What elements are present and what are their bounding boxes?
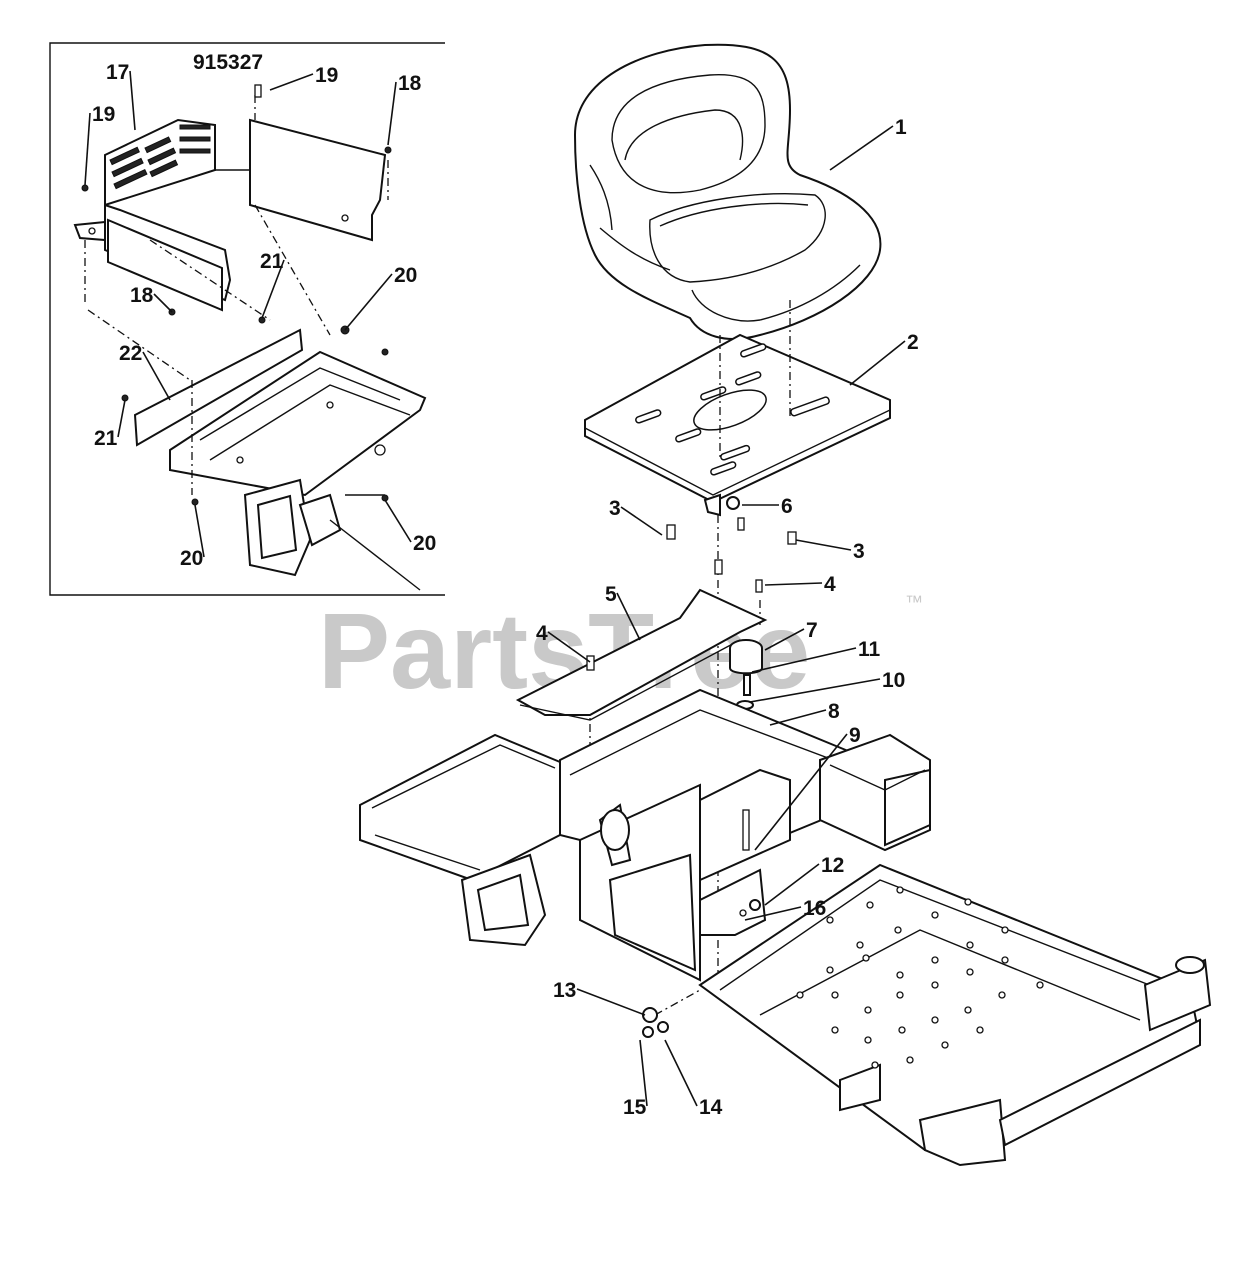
side-panel — [249, 118, 387, 242]
callout-c15: 15 — [623, 1096, 647, 1119]
inset-guide-lines — [84, 95, 389, 495]
callout-c6: 6 — [781, 495, 793, 518]
inset-panel: 915327 — [49, 42, 445, 596]
callout-c20c: 20 — [413, 532, 436, 555]
callout-c18b: 18 — [130, 284, 154, 307]
callout-c12: 12 — [821, 854, 844, 877]
inset-title: 915327 — [193, 51, 263, 74]
callout-c11: 11 — [858, 638, 881, 661]
callout-c10: 10 — [882, 669, 905, 692]
callout-c3b: 3 — [853, 540, 865, 563]
callout-leader-c7 — [764, 628, 805, 651]
callout-c7: 7 — [806, 619, 818, 642]
callout-leader-c20a — [344, 273, 393, 331]
part-22-plate — [133, 328, 304, 447]
callout-leader-c12 — [764, 863, 820, 906]
callout-leader-c11 — [751, 647, 857, 673]
callout-leader-c10 — [749, 678, 881, 703]
callout-leader-c21a — [261, 259, 285, 319]
callout-c3a: 3 — [609, 497, 621, 520]
callout-c20b: 20 — [180, 547, 203, 570]
callout-c4a: 4 — [824, 573, 836, 596]
inset-hardware — [81, 84, 392, 506]
callout-leader-c1 — [829, 125, 894, 171]
callout-c22: 22 — [119, 342, 142, 365]
callout-leader-c20b — [194, 504, 205, 558]
callout-leader-c19a — [269, 73, 314, 91]
footrest-holes — [796, 886, 1044, 1069]
main-hardware — [586, 496, 797, 1038]
callout-c14: 14 — [699, 1096, 723, 1119]
callout-leader-c5 — [616, 592, 641, 641]
callout-c21b: 21 — [94, 427, 118, 450]
trademark-symbol: ™ — [905, 592, 923, 612]
callout-c2: 2 — [907, 331, 919, 354]
callout-leader-c9 — [754, 733, 848, 851]
callout-c13: 13 — [553, 979, 576, 1002]
part-2-seat-pan — [584, 333, 891, 517]
callout-leader-c2 — [849, 340, 906, 386]
inset-frame — [169, 350, 427, 591]
callout-c19b: 19 — [92, 103, 115, 126]
callout-c4b: 4 — [536, 622, 548, 645]
part-5-bracket — [515, 588, 768, 721]
callout-leader-c14 — [664, 1039, 698, 1107]
callout-leader-c3a — [620, 506, 663, 536]
callout-c18a: 18 — [398, 72, 422, 95]
callout-c1: 1 — [895, 116, 907, 139]
part-1-seat — [573, 43, 882, 340]
callout-leader-c8 — [769, 709, 827, 726]
callout-leader-c4b — [547, 631, 591, 663]
callout-leader-c13 — [576, 988, 646, 1016]
callout-leader-c16 — [744, 906, 802, 921]
callout-leader-c17 — [129, 70, 136, 131]
callout-leader-c21b — [117, 399, 126, 438]
callout-c20a: 20 — [394, 264, 417, 287]
callout-c16: 16 — [803, 897, 826, 920]
part-17-seat-plate-extension — [73, 118, 250, 312]
callout-c17: 17 — [106, 61, 129, 84]
callout-leader-c20c — [384, 499, 412, 543]
callout-leader-c18a — [387, 81, 397, 146]
main-frame — [359, 688, 1212, 1167]
callout-c21a: 21 — [260, 250, 284, 273]
callout-leader-c15 — [639, 1039, 648, 1107]
callout-leader-c3b — [795, 539, 852, 551]
callout-c19a: 19 — [315, 64, 338, 87]
callout-leader-c18b — [153, 293, 173, 313]
callout-leader-c22 — [142, 351, 171, 401]
callout-leader-c19b — [84, 112, 91, 186]
callout-c9: 9 — [849, 724, 861, 747]
callout-leader-c4a — [764, 582, 823, 586]
callout-c8: 8 — [828, 700, 840, 723]
callout-c5: 5 — [605, 583, 617, 606]
